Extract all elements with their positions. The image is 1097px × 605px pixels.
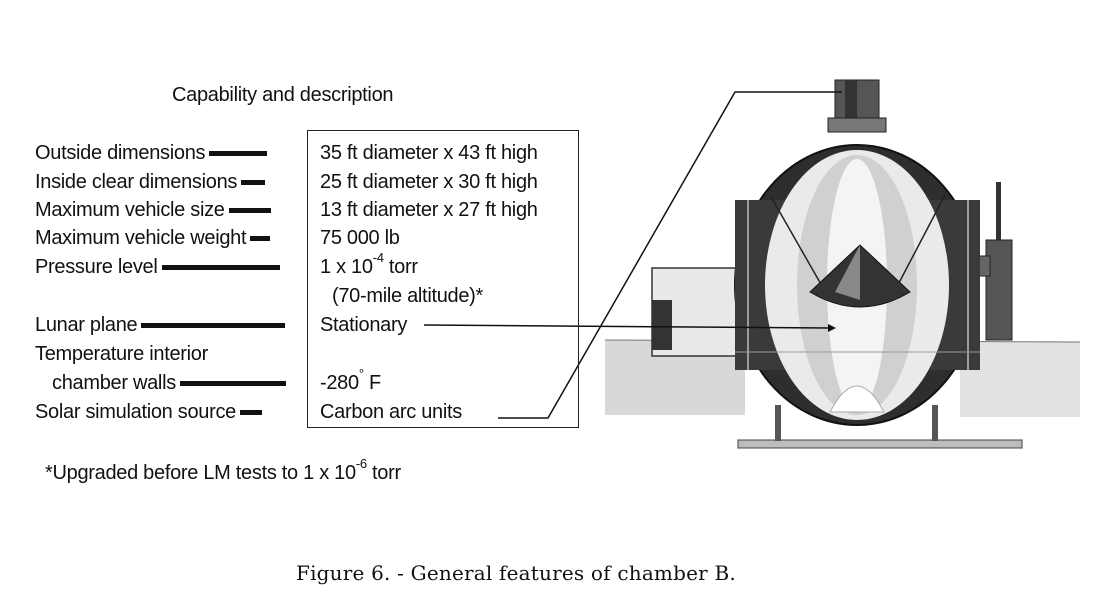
value-maximum-vehicle-size: 13 ft diameter x 27 ft high <box>320 199 538 221</box>
value-main: 1 x 10 <box>320 256 373 278</box>
footnote-main: *Upgraded before LM tests to 1 x 10 <box>45 462 356 484</box>
label-text: Temperature interior <box>35 343 208 365</box>
connector-bar <box>179 381 286 386</box>
base-platform <box>737 439 1023 449</box>
label-row-solar-simulation-source: Solar simulation source <box>35 401 262 424</box>
value-unit: torr <box>383 256 418 278</box>
description-box <box>307 130 579 428</box>
leader-lunar-plane <box>423 324 829 329</box>
value-unit: F <box>363 372 381 394</box>
value-maximum-vehicle-weight: 75 000 lb <box>320 227 400 249</box>
connector-bar <box>250 236 271 241</box>
leg-left <box>775 405 781 441</box>
value-main: -280 <box>320 372 359 394</box>
right-tower <box>985 239 1013 341</box>
label-text: Pressure level <box>35 256 158 278</box>
label-text: Outside dimensions <box>35 142 206 164</box>
footnote-exponent: -6 <box>355 456 367 472</box>
top-flange <box>827 117 887 133</box>
value-pressure-level: 1 x 10-4 torr <box>320 251 418 279</box>
label-row-lunar-plane: Lunar plane <box>35 314 286 337</box>
degree-symbol: ° <box>358 366 364 382</box>
footnote-unit: torr <box>366 462 401 484</box>
value-temperature: -280° F <box>320 367 381 395</box>
value-exponent: -4 <box>372 250 384 266</box>
value-solar-simulation-source: Carbon arc units <box>320 401 462 423</box>
value-outside-dimensions: 35 ft diameter x 43 ft high <box>320 142 538 164</box>
label-text: Maximum vehicle weight <box>35 227 247 249</box>
connector-bar <box>228 208 271 213</box>
label-text: Lunar plane <box>35 314 138 336</box>
label-text: Inside clear dimensions <box>35 171 238 193</box>
value-pressure-note: (70-mile altitude)* <box>332 285 484 307</box>
label-row-temperature-line1: Temperature interior <box>35 343 208 366</box>
leg-right <box>932 405 938 441</box>
label-row-temperature-line2: chamber walls <box>52 372 286 395</box>
label-row-inside-clear-dimensions: Inside clear dimensions <box>35 171 266 194</box>
carbon-arc-unit-detail <box>845 80 857 120</box>
footnote: *Upgraded before LM tests to 1 x 10-6 to… <box>45 457 401 485</box>
label-row-outside-dimensions: Outside dimensions <box>35 142 268 165</box>
capability-heading: Capability and description <box>172 84 394 106</box>
connector-bar <box>141 323 286 328</box>
lower-lamp <box>829 385 885 413</box>
label-row-maximum-vehicle-size: Maximum vehicle size <box>35 199 271 222</box>
right-mast <box>996 182 1001 242</box>
label-row-pressure-level: Pressure level <box>35 256 280 279</box>
figure-caption: Figure 6. - General features of chamber … <box>296 561 736 585</box>
leader-lunar-plane-arrow <box>828 324 836 332</box>
label-text: Maximum vehicle size <box>35 199 225 221</box>
connector-bar <box>241 180 266 185</box>
connector-bar <box>239 410 262 415</box>
label-row-maximum-vehicle-weight: Maximum vehicle weight <box>35 227 271 250</box>
label-text: chamber walls <box>52 372 176 394</box>
value-lunar-plane: Stationary <box>320 314 408 336</box>
leader-carbon-arc <box>498 91 842 419</box>
side-port-shadow <box>652 300 672 350</box>
label-text: Solar simulation source <box>35 401 236 423</box>
connector-bar <box>209 151 268 156</box>
value-inside-clear-dimensions: 25 ft diameter x 30 ft high <box>320 171 538 193</box>
vehicle-cone-highlight <box>835 245 860 300</box>
connector-bar <box>161 265 280 270</box>
